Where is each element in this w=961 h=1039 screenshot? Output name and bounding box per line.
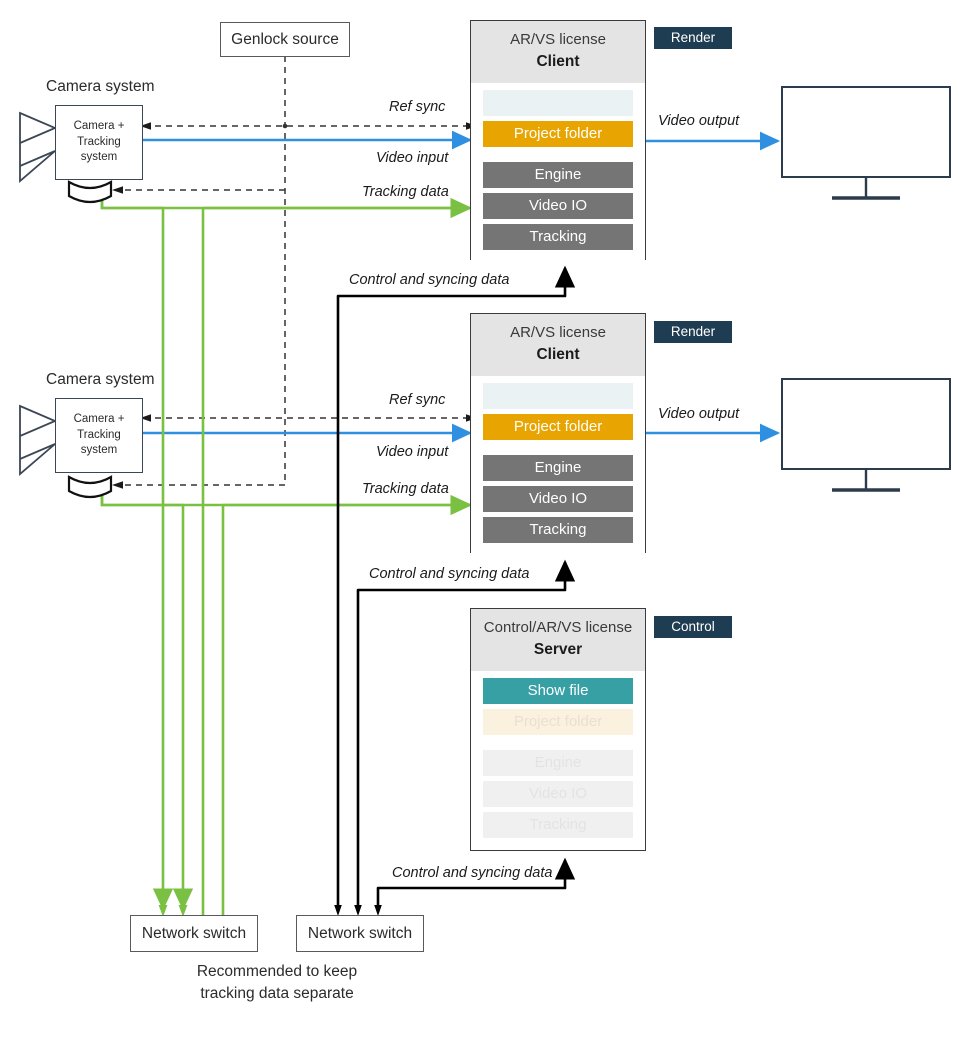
footer-note: Recommended to keep tracking data separa… <box>196 963 358 1003</box>
machine-client-1[interactable]: AR/VS license Client Project folder Engi… <box>470 20 646 261</box>
machine-header-3: Control/AR/VS license Server <box>471 609 645 672</box>
machine-license-2: AR/VS license <box>510 324 606 341</box>
machine-row-tracking-2[interactable]: Tracking <box>483 517 633 544</box>
camera-lens-icon-2 <box>19 404 58 476</box>
machine-client-2[interactable]: AR/VS license Client Project folder Engi… <box>470 313 646 554</box>
machine-row-engine-2[interactable]: Engine <box>483 455 633 482</box>
badge-render-1: Render <box>654 27 732 49</box>
network-switch-tracking[interactable]: Network switch <box>130 915 258 952</box>
camera-system-caption-2: Camera system <box>46 371 155 388</box>
machine-row-engine-1[interactable]: Engine <box>483 162 633 189</box>
machine-row-video-io-3: Video IO <box>483 781 633 808</box>
machine-row-show-file[interactable]: Show file <box>483 678 633 705</box>
network-switch-label-1: Network switch <box>141 924 247 942</box>
machine-header-2: AR/VS license Client <box>471 314 645 377</box>
machine-header-1: AR/VS license Client <box>471 21 645 84</box>
machine-row-blank-1[interactable] <box>483 90 633 117</box>
tracking-puck-icon-2 <box>67 475 113 499</box>
monitor-icon-2 <box>781 378 951 492</box>
machine-rows-2: Project folder Engine Video IO Tracking <box>471 376 645 554</box>
machine-row-project-folder-3: Project folder <box>483 709 633 736</box>
machine-row-video-io-2[interactable]: Video IO <box>483 486 633 513</box>
label-video-output-1: Video output <box>658 113 740 129</box>
video-output-links <box>646 131 781 443</box>
genlock-source-label: Genlock source <box>231 30 339 48</box>
genlock-dashed-bus <box>120 56 480 486</box>
machine-row-tracking-3: Tracking <box>483 812 633 839</box>
machine-row-video-io-1[interactable]: Video IO <box>483 193 633 220</box>
monitor-icon-1 <box>781 86 951 200</box>
label-video-input-1: Video input <box>376 150 449 166</box>
network-switch-label-2: Network switch <box>307 924 413 942</box>
badge-render-2: Render <box>654 321 732 343</box>
camera-tracking-system-label-1: Camera + Tracking system <box>74 119 125 166</box>
cam2-line-3: system <box>80 444 118 457</box>
cam-line-3: system <box>80 151 118 164</box>
camera-system-caption-1: Camera system <box>46 78 155 95</box>
machine-rows-3: Show file Project folder Engine Video IO… <box>471 671 645 849</box>
machine-row-project-folder-1[interactable]: Project folder <box>483 121 633 148</box>
badge-control: Control <box>654 616 732 638</box>
machine-license-3: Control/AR/VS license <box>483 619 633 636</box>
machine-role-1: Client <box>536 52 580 70</box>
label-control-sync-1: Control and syncing data <box>349 272 510 288</box>
tracking-puck-icon-1 <box>67 180 113 204</box>
network-switch-control[interactable]: Network switch <box>296 915 424 952</box>
machine-row-blank-2[interactable] <box>483 383 633 410</box>
label-video-input-2: Video input <box>376 444 449 460</box>
label-control-sync-2: Control and syncing data <box>369 566 530 582</box>
label-tracking-data-2: Tracking data <box>362 481 449 497</box>
machine-server[interactable]: Control/AR/VS license Server Show file P… <box>470 608 646 851</box>
machine-row-spacer-1 <box>483 152 633 157</box>
label-tracking-data-1: Tracking data <box>362 184 449 200</box>
cam2-line-1: Camera + <box>73 413 125 426</box>
cam-line-2: Tracking <box>77 135 121 148</box>
machine-role-2: Client <box>536 345 580 363</box>
machine-row-project-folder-2[interactable]: Project folder <box>483 414 633 441</box>
machine-row-engine-3: Engine <box>483 750 633 777</box>
genlock-source-box[interactable]: Genlock source <box>220 22 350 57</box>
machine-rows-1: Project folder Engine Video IO Tracking <box>471 83 645 261</box>
camera-tracking-system-label-2: Camera + Tracking system <box>74 412 125 459</box>
machine-row-tracking-1[interactable]: Tracking <box>483 224 633 251</box>
cam-line-1: Camera + <box>73 120 125 133</box>
label-ref-sync-2: Ref sync <box>389 392 446 408</box>
camera-tracking-system-box-1[interactable]: Camera + Tracking system <box>55 105 143 180</box>
label-control-sync-3: Control and syncing data <box>392 865 553 881</box>
genlock-junction-dot <box>282 123 288 129</box>
label-ref-sync-1: Ref sync <box>389 99 446 115</box>
cam2-line-2: Tracking <box>77 428 121 441</box>
machine-role-3: Server <box>533 640 583 658</box>
machine-row-spacer-2 <box>483 445 633 450</box>
machine-row-spacer-3 <box>483 740 633 745</box>
label-video-output-2: Video output <box>658 406 740 422</box>
camera-tracking-system-box-2[interactable]: Camera + Tracking system <box>55 398 143 473</box>
machine-license-1: AR/VS license <box>510 31 606 48</box>
camera-lens-icon-1 <box>19 111 58 183</box>
